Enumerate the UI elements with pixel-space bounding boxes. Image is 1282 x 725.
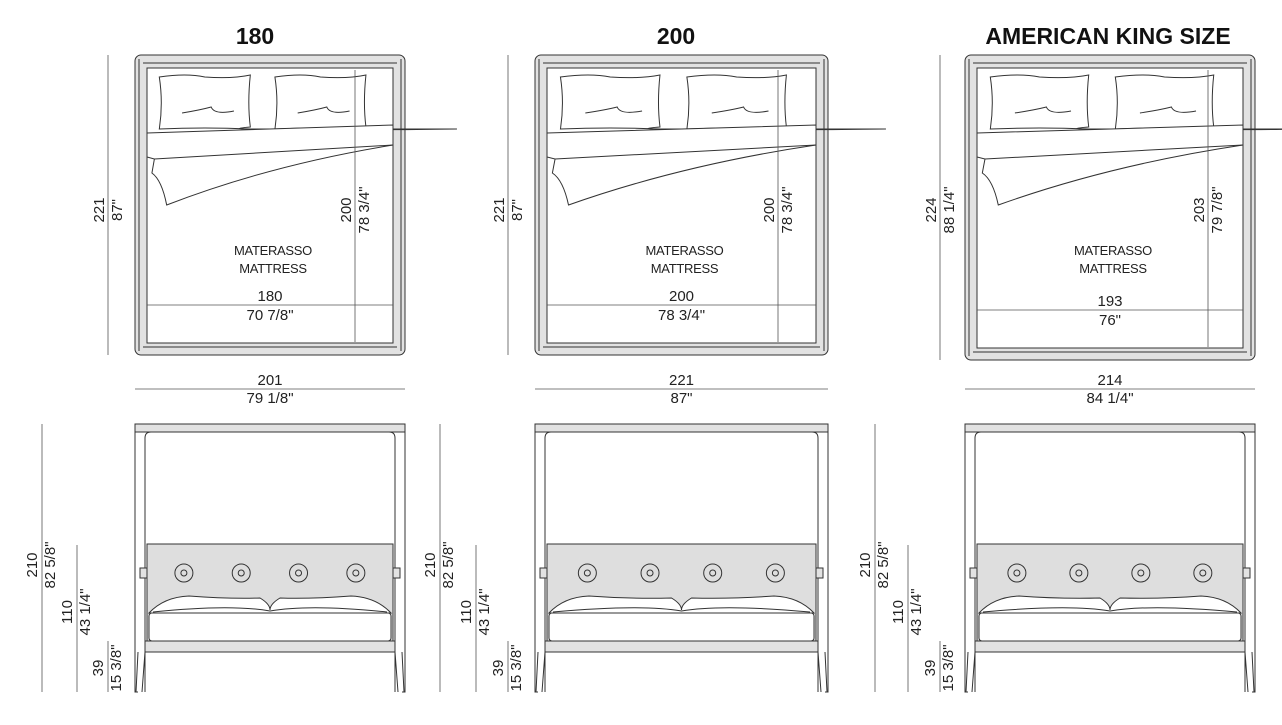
overall-width-cm: 201 bbox=[257, 372, 282, 389]
bed-height-in: 15 3/8" bbox=[940, 644, 957, 691]
pillow-2 bbox=[1114, 74, 1282, 131]
canopy-top bbox=[134, 423, 406, 433]
canopy-top bbox=[964, 423, 1256, 433]
bed-rail bbox=[144, 640, 396, 653]
mattress-width-cm: 180 bbox=[257, 288, 282, 305]
mattress bbox=[148, 612, 392, 642]
overall-length-in: 87" bbox=[509, 199, 526, 221]
duvet bbox=[976, 124, 1244, 206]
pillow-1 bbox=[559, 74, 760, 131]
bed-column-2: AMERICAN KING SIZE MATERASSO MATTRESS 193 76… bbox=[857, 23, 1282, 693]
headboard-height-in: 43 1/4" bbox=[908, 588, 925, 635]
mattress-label-en: MATTRESS bbox=[239, 261, 307, 276]
pillow-1 bbox=[158, 74, 342, 131]
height-in: 82 5/8" bbox=[875, 541, 892, 588]
mattress-length-cm: 203 bbox=[1191, 197, 1208, 222]
headboard-height-cm: 110 bbox=[458, 600, 475, 624]
leg bbox=[817, 651, 828, 693]
mattress-width-in: 70 7/8" bbox=[246, 307, 293, 324]
overall-length-in: 87" bbox=[109, 199, 126, 221]
mattress-width-cm: 193 bbox=[1097, 293, 1122, 310]
canopy-top bbox=[534, 423, 829, 433]
height-in: 82 5/8" bbox=[42, 541, 59, 588]
leg bbox=[965, 651, 976, 693]
height-cm: 210 bbox=[24, 552, 41, 577]
pillows bbox=[547, 595, 816, 614]
bed-height-cm: 39 bbox=[922, 660, 939, 677]
overall-width-cm: 214 bbox=[1097, 372, 1122, 389]
mattress-length-in: 78 3/4" bbox=[779, 186, 796, 233]
bed-height-cm: 39 bbox=[490, 660, 507, 677]
bed-rail bbox=[544, 640, 819, 653]
overall-width-in: 79 1/8" bbox=[246, 390, 293, 407]
mattress-length-in: 78 3/4" bbox=[356, 186, 373, 233]
bed-height-in: 15 3/8" bbox=[508, 644, 525, 691]
overall-width-in: 87" bbox=[670, 390, 692, 407]
headboard-height-in: 43 1/4" bbox=[77, 588, 94, 635]
mattress-length-cm: 200 bbox=[338, 197, 355, 222]
leg bbox=[1244, 651, 1255, 693]
mattress-label-it: MATERASSO bbox=[646, 243, 724, 258]
mattress-length-in: 79 7/8" bbox=[1209, 186, 1226, 233]
overall-width-cm: 221 bbox=[669, 372, 694, 389]
mattress-label-en: MATTRESS bbox=[651, 261, 719, 276]
overall-width-in: 84 1/4" bbox=[1086, 390, 1133, 407]
bed-rail bbox=[974, 640, 1246, 653]
leg bbox=[135, 651, 146, 693]
overall-length-in: 88 1/4" bbox=[941, 186, 958, 233]
mattress-label-it: MATERASSO bbox=[1074, 243, 1152, 258]
pillows bbox=[147, 595, 393, 614]
size-title: 200 bbox=[657, 23, 695, 49]
size-title: 180 bbox=[236, 23, 274, 49]
overall-length-cm: 224 bbox=[923, 197, 940, 222]
leg bbox=[394, 651, 405, 693]
height-in: 82 5/8" bbox=[440, 541, 457, 588]
leg bbox=[535, 651, 546, 693]
mattress-width-in: 76" bbox=[1099, 312, 1121, 329]
mattress bbox=[978, 612, 1242, 642]
height-cm: 210 bbox=[857, 552, 874, 577]
mattress bbox=[548, 612, 815, 642]
mattress-width-cm: 200 bbox=[669, 288, 694, 305]
overall-length-cm: 221 bbox=[491, 197, 508, 222]
mattress-length-cm: 200 bbox=[761, 197, 778, 222]
mattress-label-it: MATERASSO bbox=[234, 243, 312, 258]
mattress-width-in: 78 3/4" bbox=[658, 307, 705, 324]
size-title: AMERICAN KING SIZE bbox=[985, 23, 1230, 49]
headboard-height-cm: 110 bbox=[890, 600, 907, 624]
headboard-height-in: 43 1/4" bbox=[476, 588, 493, 635]
duvet bbox=[546, 124, 817, 206]
bed-height-cm: 39 bbox=[90, 660, 107, 677]
bed-height-in: 15 3/8" bbox=[108, 644, 125, 691]
pillow-1 bbox=[989, 74, 1188, 131]
mattress-label-en: MATTRESS bbox=[1079, 261, 1147, 276]
overall-length-cm: 221 bbox=[91, 197, 108, 222]
pillows bbox=[977, 595, 1243, 614]
headboard-height-cm: 110 bbox=[59, 600, 76, 624]
height-cm: 210 bbox=[422, 552, 439, 577]
